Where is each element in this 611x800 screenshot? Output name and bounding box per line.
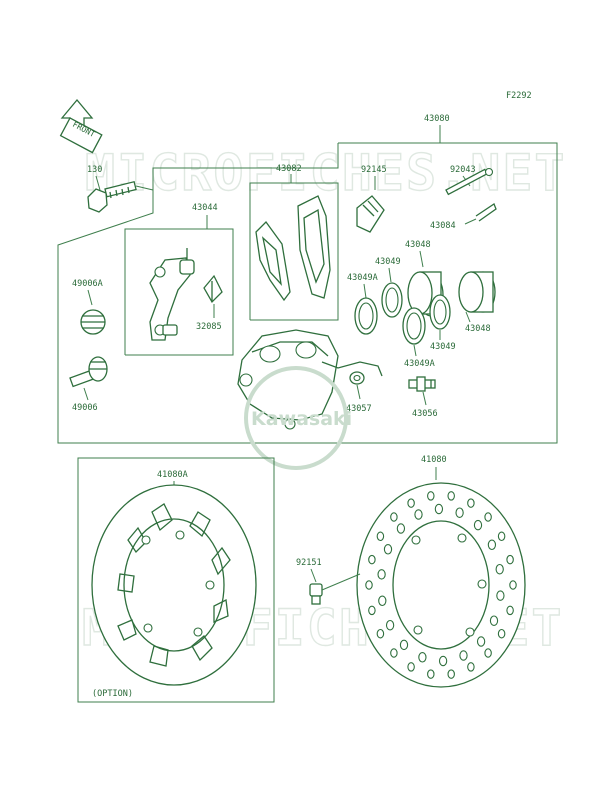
disc-vent-hole (399, 639, 409, 651)
disc-vent-hole (434, 503, 444, 515)
disc-vent-hole (365, 580, 373, 590)
boot-49006A-icon (80, 309, 106, 335)
clip-32085-icon (203, 274, 223, 304)
label-43080: 43080 (424, 114, 450, 124)
disc-vent-hole (459, 650, 468, 661)
disc-vent-hole (427, 491, 435, 501)
disc-vent-hole (495, 563, 504, 575)
disc-vent-hole (376, 628, 385, 639)
disc-vent-hole (447, 491, 455, 501)
label-43057: 43057 (346, 404, 372, 414)
label-43049A-b: 43049A (404, 359, 435, 369)
disc-vent-hole (489, 615, 499, 626)
bolt-130-icon (87, 180, 137, 213)
label-43048-b: 43048 (465, 324, 491, 334)
dust-seal-b-icon (402, 307, 426, 345)
label-49006A: 49006A (72, 279, 103, 289)
disc-vent-hole (390, 648, 398, 658)
disc-vent-hole (407, 498, 415, 508)
pad-frame (249, 182, 339, 321)
disc-vent-hole (396, 523, 406, 534)
label-92151: 92151 (296, 558, 322, 568)
label-41080: 41080 (421, 455, 447, 465)
label-43049-a: 43049 (375, 257, 401, 267)
label-41080A: 41080A (157, 470, 188, 480)
bracket-frame (124, 228, 234, 356)
disc-vent-hole (476, 636, 486, 647)
label-130: 130 (87, 165, 102, 175)
label-43056: 43056 (412, 409, 438, 419)
bleeder-valve-icon (408, 376, 436, 392)
brake-pad-inner-icon (255, 221, 291, 302)
disc-vent-hole (467, 498, 475, 508)
disc-vent-hole (376, 531, 385, 542)
caliper-bracket-icon (149, 248, 195, 341)
disc-vent-hole (385, 619, 395, 631)
disc-vent-hole (467, 662, 475, 672)
disc-vent-hole (497, 531, 506, 542)
disc-vent-hole (418, 652, 427, 663)
front-arrow-icon: FRONT (59, 98, 103, 154)
bleeder-cap-icon (349, 371, 365, 385)
pin-clip-icon (475, 203, 497, 222)
slide-pin-49006-icon (69, 356, 108, 388)
label-49006: 49006 (72, 403, 98, 413)
disc-vent-hole (496, 590, 505, 601)
disc-vent-hole (378, 595, 387, 607)
option-frame (77, 457, 275, 703)
disc-vent-hole (506, 605, 514, 616)
figure-code: F2292 (506, 91, 532, 101)
disc-vent-hole (414, 509, 423, 520)
disc-vent-hole (497, 628, 506, 639)
disc-bolt-92151-icon (309, 583, 323, 605)
piston-seal-b-icon (429, 294, 451, 330)
disc-vent-hole (390, 512, 398, 522)
option-label: (OPTION) (92, 689, 133, 699)
disc-vent-hole (473, 519, 483, 531)
piston-seal-a-icon (381, 282, 403, 318)
disc-vent-hole (447, 669, 455, 679)
disc-vent-hole (506, 554, 514, 565)
disc-vent-hole (377, 569, 386, 580)
disc-vent-hole (487, 539, 497, 551)
pad-spring-icon (356, 195, 385, 233)
brake-disc-41080A-icon (91, 484, 257, 686)
label-43048-a: 43048 (405, 240, 431, 250)
disc-vent-hole (484, 648, 492, 658)
piston-b-icon (458, 271, 496, 313)
watermark-top: MICROFICHES.NET (85, 144, 567, 202)
disc-vent-hole (427, 669, 435, 679)
label-92043: 92043 (450, 165, 476, 175)
disc-vent-hole (509, 580, 517, 590)
logo-text: Kawasaki (251, 408, 352, 430)
disc-vent-hole (407, 662, 415, 672)
label-43082: 43082 (276, 164, 302, 174)
disc-vent-hole (383, 544, 393, 555)
label-43044: 43044 (192, 203, 218, 213)
label-43049-b: 43049 (430, 342, 456, 352)
brake-disc-41080-icon (356, 482, 526, 688)
dust-seal-a-icon (354, 297, 378, 335)
assembly-frame (57, 142, 558, 444)
pad-pin-icon (445, 167, 494, 196)
label-43084: 43084 (430, 221, 456, 231)
disc-vent-hole (438, 655, 448, 667)
label-32085: 32085 (196, 322, 222, 332)
disc-vent-hole (368, 554, 376, 565)
disc-vent-hole (368, 605, 376, 616)
disc-vent-hole (455, 507, 464, 518)
disc-vent-hole (484, 512, 492, 522)
label-92145: 92145 (361, 165, 387, 175)
label-43049A-a: 43049A (347, 273, 378, 283)
brake-pad-outer-icon (297, 195, 331, 299)
kawasaki-logo: Kawasaki (244, 366, 352, 470)
